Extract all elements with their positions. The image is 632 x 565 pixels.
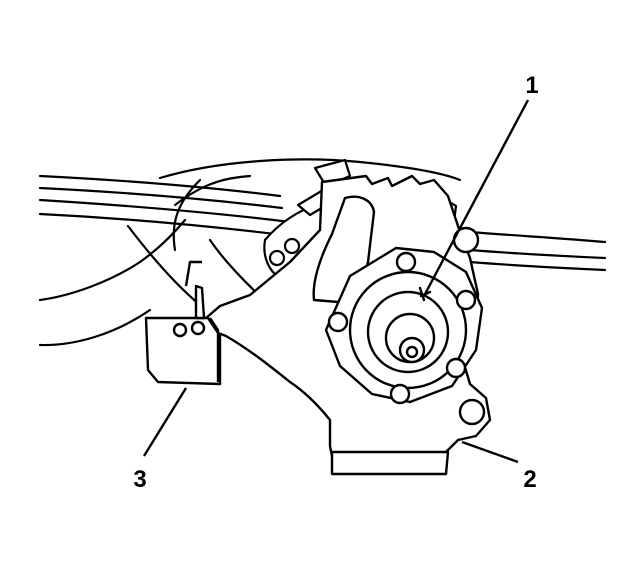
leader-lines (142, 99, 530, 464)
callout-2-leader (461, 440, 519, 464)
callout-1-label: 1 (525, 72, 538, 99)
wheel-speed-sensor-bracket (144, 260, 222, 386)
callout-2-label: 2 (523, 466, 536, 493)
callout-1-leader (422, 99, 530, 297)
callout-3-leader (142, 387, 188, 457)
steering-knuckle (204, 174, 492, 476)
callout-3-label: 3 (133, 466, 146, 493)
